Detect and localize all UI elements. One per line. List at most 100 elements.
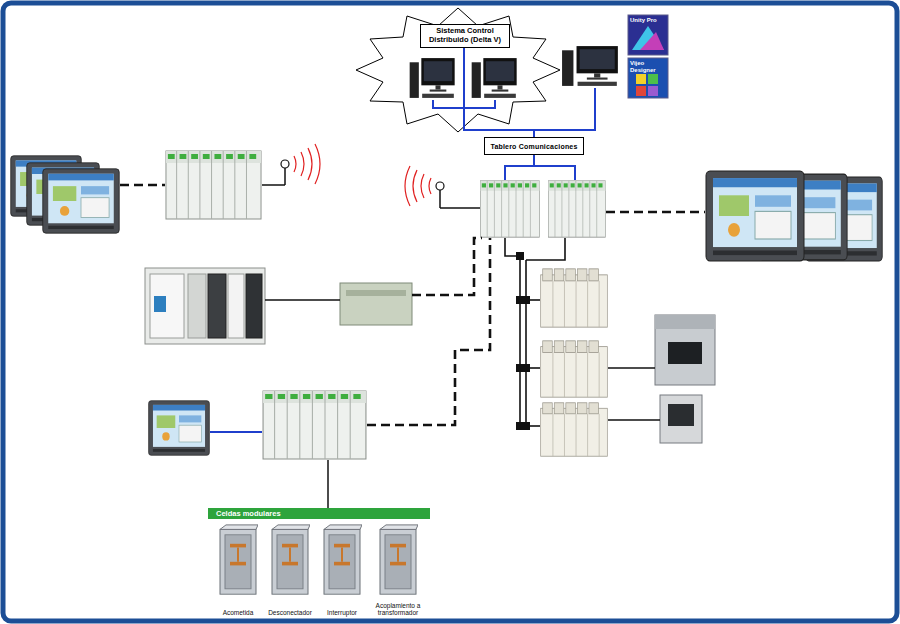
switchgear-cell [324,525,362,594]
io-bus [519,256,521,426]
antenna [281,160,289,168]
switchgear-cell [272,525,310,594]
vijeo-logo [648,74,658,84]
network-wire [505,155,534,180]
bus-connector [516,422,524,430]
network-wire [210,88,595,432]
bus-connector [516,364,524,372]
bus-connector [516,252,524,260]
plc-rack [481,181,540,237]
unity-logo [628,15,668,55]
ethernet-hub [346,290,406,296]
vijeo-logo [648,86,658,96]
hmi-panel [43,169,119,233]
computer [410,46,618,98]
dashed-link [120,184,165,187]
plain-wire [439,190,441,208]
dashed-link [606,211,705,214]
network-wire [433,100,495,108]
plain-wire [262,184,285,186]
node-text: Acoplamiento a transformador [368,602,428,616]
switchgear-cell [220,525,258,594]
plain-wire [327,460,329,508]
network-wire [534,88,595,130]
premium-plc [145,268,265,344]
plain-wire [262,168,660,508]
radio-waves [301,152,304,176]
vijeo-logo [628,58,668,98]
hmi-panel [149,401,210,456]
drive-unit [668,404,694,426]
node-text: Tablero Comunicaciones [490,143,577,150]
vijeo-logo [636,86,646,96]
radio-waves [405,166,410,206]
hmi-panel [11,156,883,456]
radio-waves [429,178,431,194]
plain-wire [608,367,655,369]
drive-unit [660,395,702,443]
hmi-panel [706,171,804,261]
unity-logo [632,26,664,50]
io-bus [526,238,565,260]
ethernet-hub [340,283,412,325]
plc-rack [263,391,366,459]
node-text: Sistema Control Distribuido (Delta V) [424,27,506,44]
dashed-link [412,238,482,295]
network-wire [210,431,262,433]
remote-rack [541,341,608,397]
premium-plc [246,274,262,338]
system-box: Sistema Control Distribuido (Delta V) [420,24,510,48]
bus-connector [516,296,524,304]
drive-unit [660,395,702,443]
radio-waves [413,170,417,202]
switchgear-cell [380,525,418,594]
antenna [436,182,444,190]
dcs-cloud [356,8,560,132]
remote-rack [541,269,608,327]
panel-box: Tablero Comunicaciones [484,137,584,155]
computer [410,58,455,98]
unity-logo [628,15,668,55]
frame-border [3,3,897,621]
plain-wire [608,419,660,421]
vijeo-logo [628,58,668,98]
node-text: Acometida [223,609,254,616]
plain-wire [284,168,286,185]
node-text: Celdas modulares [208,508,430,519]
remote-rack [541,269,608,456]
premium-plc [145,268,265,344]
vijeo-logo [636,74,646,84]
premium-plc [150,274,184,338]
premium-plc [228,274,244,338]
radio-waves [294,144,431,206]
radio-waves [294,156,296,172]
unity-logo [640,32,664,50]
premium-plc [154,296,166,312]
software-logo-label: Unity Pro [628,15,668,26]
cell-unit: Desconectador [266,522,314,616]
io-bus [525,260,527,426]
cell-group: Celdas modularesAcometida DesconectadorIn… [208,508,430,616]
radio-waves [315,144,320,184]
dashed-link [367,238,490,425]
ethernet-hub [340,283,412,325]
remote-rack [541,403,608,456]
plc-rack [166,151,605,459]
bus-connector [516,252,530,430]
plain-wire [440,207,480,209]
soft-starter [655,315,715,329]
radio-waves [421,174,424,198]
premium-plc [188,274,206,338]
soft-starter [668,342,702,364]
cell-unit: Interruptor [318,522,366,616]
cell-unit: Acoplamiento a transformador [368,522,428,616]
radio-waves [308,148,312,180]
plc-rack [549,181,606,237]
dashed-link [120,185,705,425]
switchgear-cell [220,525,418,594]
plain-wire [265,299,340,301]
premium-plc [208,274,226,338]
plc-rack [166,151,261,219]
